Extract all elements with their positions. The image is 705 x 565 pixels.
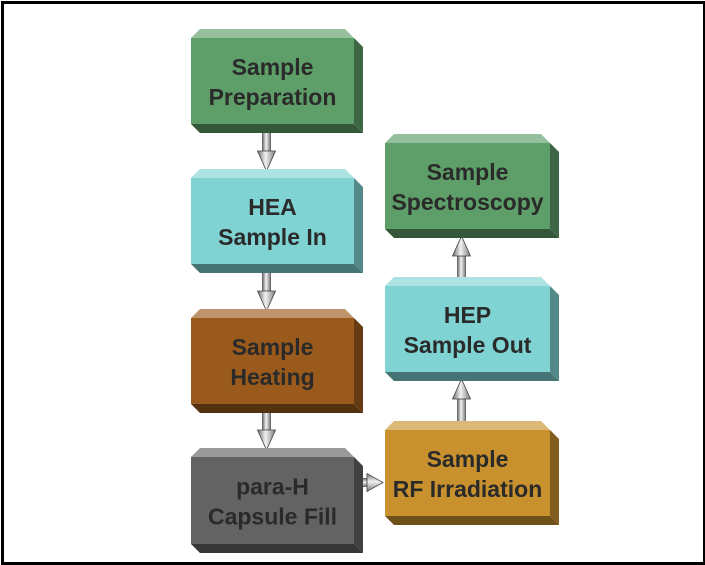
box-label-line2: RF Irradiation (393, 476, 543, 502)
box-label-line1: HEP (444, 302, 491, 328)
arrow-shaft (262, 130, 271, 152)
box-side-face (550, 143, 559, 238)
box-top-face (385, 277, 550, 286)
arrow-hep-to-spec (451, 235, 472, 280)
box-front-face (191, 318, 354, 404)
arrow-hea-to-heat (256, 270, 277, 312)
box-top-face (191, 29, 354, 38)
box-side-face (550, 430, 559, 525)
arrow-heat-to-fill (256, 410, 277, 451)
box-side-face (354, 38, 363, 133)
box-bottom-face (191, 264, 363, 273)
box-top-face (191, 169, 354, 178)
box-bottom-face (385, 229, 559, 238)
box-hep: HEP Sample Out (385, 277, 559, 381)
box-front-face (191, 178, 354, 264)
box-label-line1: Sample (427, 159, 509, 185)
arrow-head (451, 235, 472, 257)
box-label-line1: para-H (236, 474, 309, 500)
box-label-line1: Sample (232, 54, 314, 80)
box-label-line1: HEA (248, 194, 297, 220)
box-rf: Sample RF Irradiation (385, 421, 559, 525)
box-bottom-face (191, 404, 363, 413)
box-side-face (354, 457, 363, 553)
box-hea: HEA Sample In (191, 169, 363, 273)
arrows-layer (256, 130, 472, 493)
box-label-line2: Sample Out (404, 332, 532, 358)
box-label-line2: Heating (230, 364, 314, 390)
arrow-head (256, 429, 277, 451)
box-front-face (191, 457, 354, 544)
arrow-head (451, 378, 472, 400)
box-bottom-face (385, 372, 559, 381)
box-front-face (385, 143, 550, 229)
box-top-face (191, 448, 354, 457)
arrow-head (256, 290, 277, 312)
box-bottom-face (191, 124, 363, 133)
box-label-line1: Sample (232, 334, 314, 360)
arrow-fill-to-rf (360, 472, 384, 493)
box-bottom-face (385, 516, 559, 525)
box-side-face (354, 318, 363, 413)
box-side-face (354, 178, 363, 273)
box-label-line2: Sample In (218, 224, 327, 250)
box-label-line2: Capsule Fill (208, 504, 337, 530)
arrow-head (256, 150, 277, 172)
arrow-rf-to-hep (451, 378, 472, 424)
arrow-shaft (262, 410, 271, 431)
box-label-line1: Sample (427, 446, 509, 472)
box-top-face (385, 134, 550, 143)
box-side-face (550, 286, 559, 381)
arrow-shaft (457, 255, 466, 280)
box-front-face (385, 430, 550, 516)
arrow-head (366, 472, 384, 493)
box-top-face (191, 309, 354, 318)
arrow-shaft (262, 270, 271, 292)
box-front-face (191, 38, 354, 124)
box-front-face (385, 286, 550, 372)
box-top-face (385, 421, 550, 430)
box-fill: para-H Capsule Fill (191, 448, 363, 553)
box-label-line2: Preparation (209, 84, 337, 110)
arrow-prep-to-hea (256, 130, 277, 172)
box-label-line2: Spectroscopy (391, 189, 543, 215)
arrow-shaft (457, 398, 466, 424)
box-bottom-face (191, 544, 363, 553)
